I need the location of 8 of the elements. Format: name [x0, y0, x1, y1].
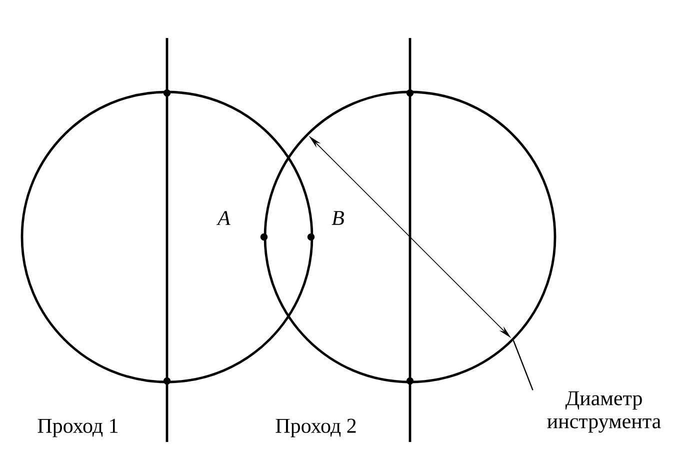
point-label: B: [332, 211, 344, 225]
point-label: A: [216, 211, 230, 225]
tool-circle: [264, 90, 556, 384]
dimension-label: Диаметр инструмента: [547, 391, 661, 433]
tool-circle: [20, 90, 314, 384]
leader-line: [512, 340, 534, 390]
pass-label: Проход 1: [38, 418, 118, 438]
pass-label: Проход 2: [276, 418, 356, 438]
